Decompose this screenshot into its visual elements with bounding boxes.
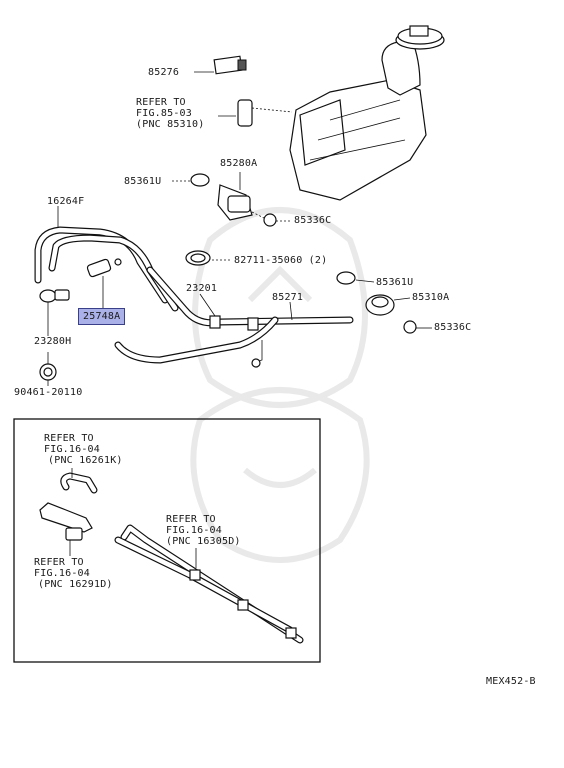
part-85336c-grommet-mid xyxy=(403,320,432,334)
part-25748a-valve xyxy=(86,258,122,308)
part-90461-clip xyxy=(39,352,57,386)
label-85276: 85276 xyxy=(148,67,180,78)
label-82711: 82711-35060 (2) xyxy=(234,255,328,266)
watermark xyxy=(190,207,370,563)
label-85271: 85271 xyxy=(272,292,304,303)
label-23201: 23201 xyxy=(186,283,218,294)
inset-refer-16305-line2: FIG.16-04 xyxy=(166,525,222,536)
inset-refer-16291-line2: FIG.16-04 xyxy=(34,568,90,579)
part-85276-clip xyxy=(194,55,247,75)
label-refer-8503-line3: (PNC 85310) xyxy=(136,119,205,130)
label-16264f: 16264F xyxy=(47,196,85,207)
label-85361u-top: 85361U xyxy=(124,176,162,187)
part-23280h-valve xyxy=(39,289,70,336)
label-25748a-highlighted[interactable]: 25748A xyxy=(78,308,126,325)
part-82711-clamp xyxy=(185,250,232,266)
inset-refer-16261-line2: FIG.16-04 xyxy=(44,444,100,455)
part-85280a-pump xyxy=(217,172,253,221)
diagram-code: MEX452-B xyxy=(486,676,536,687)
part-85271-hose xyxy=(289,301,293,321)
label-85280a: 85280A xyxy=(220,158,258,169)
label-refer-8503-line1: REFER TO xyxy=(136,97,186,108)
inset-refer-16305-line1: REFER TO xyxy=(166,514,216,525)
label-85336c-top: 85336C xyxy=(294,215,332,226)
hose-23201 xyxy=(114,266,354,368)
label-90461: 90461-20110 xyxy=(14,387,83,398)
hose-16264f xyxy=(34,206,179,312)
part-85361u-clamp-mid xyxy=(336,271,375,285)
label-23280h: 23280H xyxy=(34,336,72,347)
pump-85310-reference xyxy=(218,99,293,127)
part-85361u-clamp-top xyxy=(172,173,210,187)
washer-reservoir-tank xyxy=(289,25,445,201)
inset-refer-16291-line1: REFER TO xyxy=(34,557,84,568)
inset-refer-16291-line3: (PNC 16291D) xyxy=(38,579,113,590)
inset-refer-16305-line3: (PNC 16305D) xyxy=(166,536,241,547)
inset-refer-16261-line3: (PNC 16261K) xyxy=(48,455,123,466)
label-refer-8503-line2: FIG.85-03 xyxy=(136,108,192,119)
inset-box xyxy=(13,418,321,663)
part-85336c-grommet-top xyxy=(251,211,292,227)
label-85361u-mid: 85361U xyxy=(376,277,414,288)
part-85310a-pump xyxy=(365,294,411,316)
label-85310a: 85310A xyxy=(412,292,450,303)
inset-refer-16261-line1: REFER TO xyxy=(44,433,94,444)
label-85336c-mid: 85336C xyxy=(434,322,472,333)
